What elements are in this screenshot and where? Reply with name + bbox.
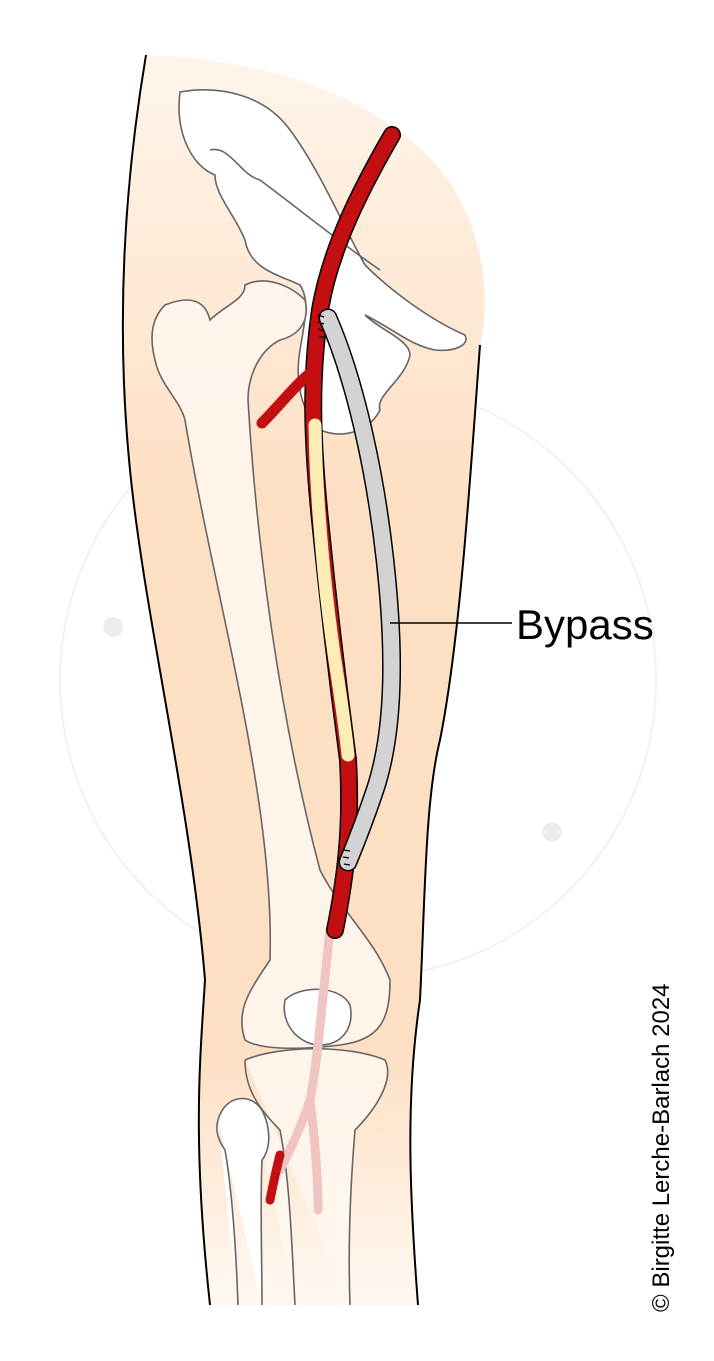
popliteal-artery-faded (275, 925, 335, 1215)
bypass-label: Bypass (516, 601, 654, 648)
pubic-ramus (209, 148, 381, 271)
suture-marks (317, 314, 351, 866)
deep-femoral-branch (256, 364, 320, 429)
occluded-segment (308, 418, 355, 762)
leg-outline-left (121, 54, 211, 1306)
leg-outline-right (409, 344, 481, 1306)
fibula-bone (216, 1097, 270, 1306)
femur-bone (151, 280, 391, 1050)
copyright-text: © Birgitte Lerche-Barlach 2024 (648, 983, 675, 1312)
bypass-graft-fill (320, 310, 400, 870)
lower-artery-segment (265, 1150, 285, 1205)
